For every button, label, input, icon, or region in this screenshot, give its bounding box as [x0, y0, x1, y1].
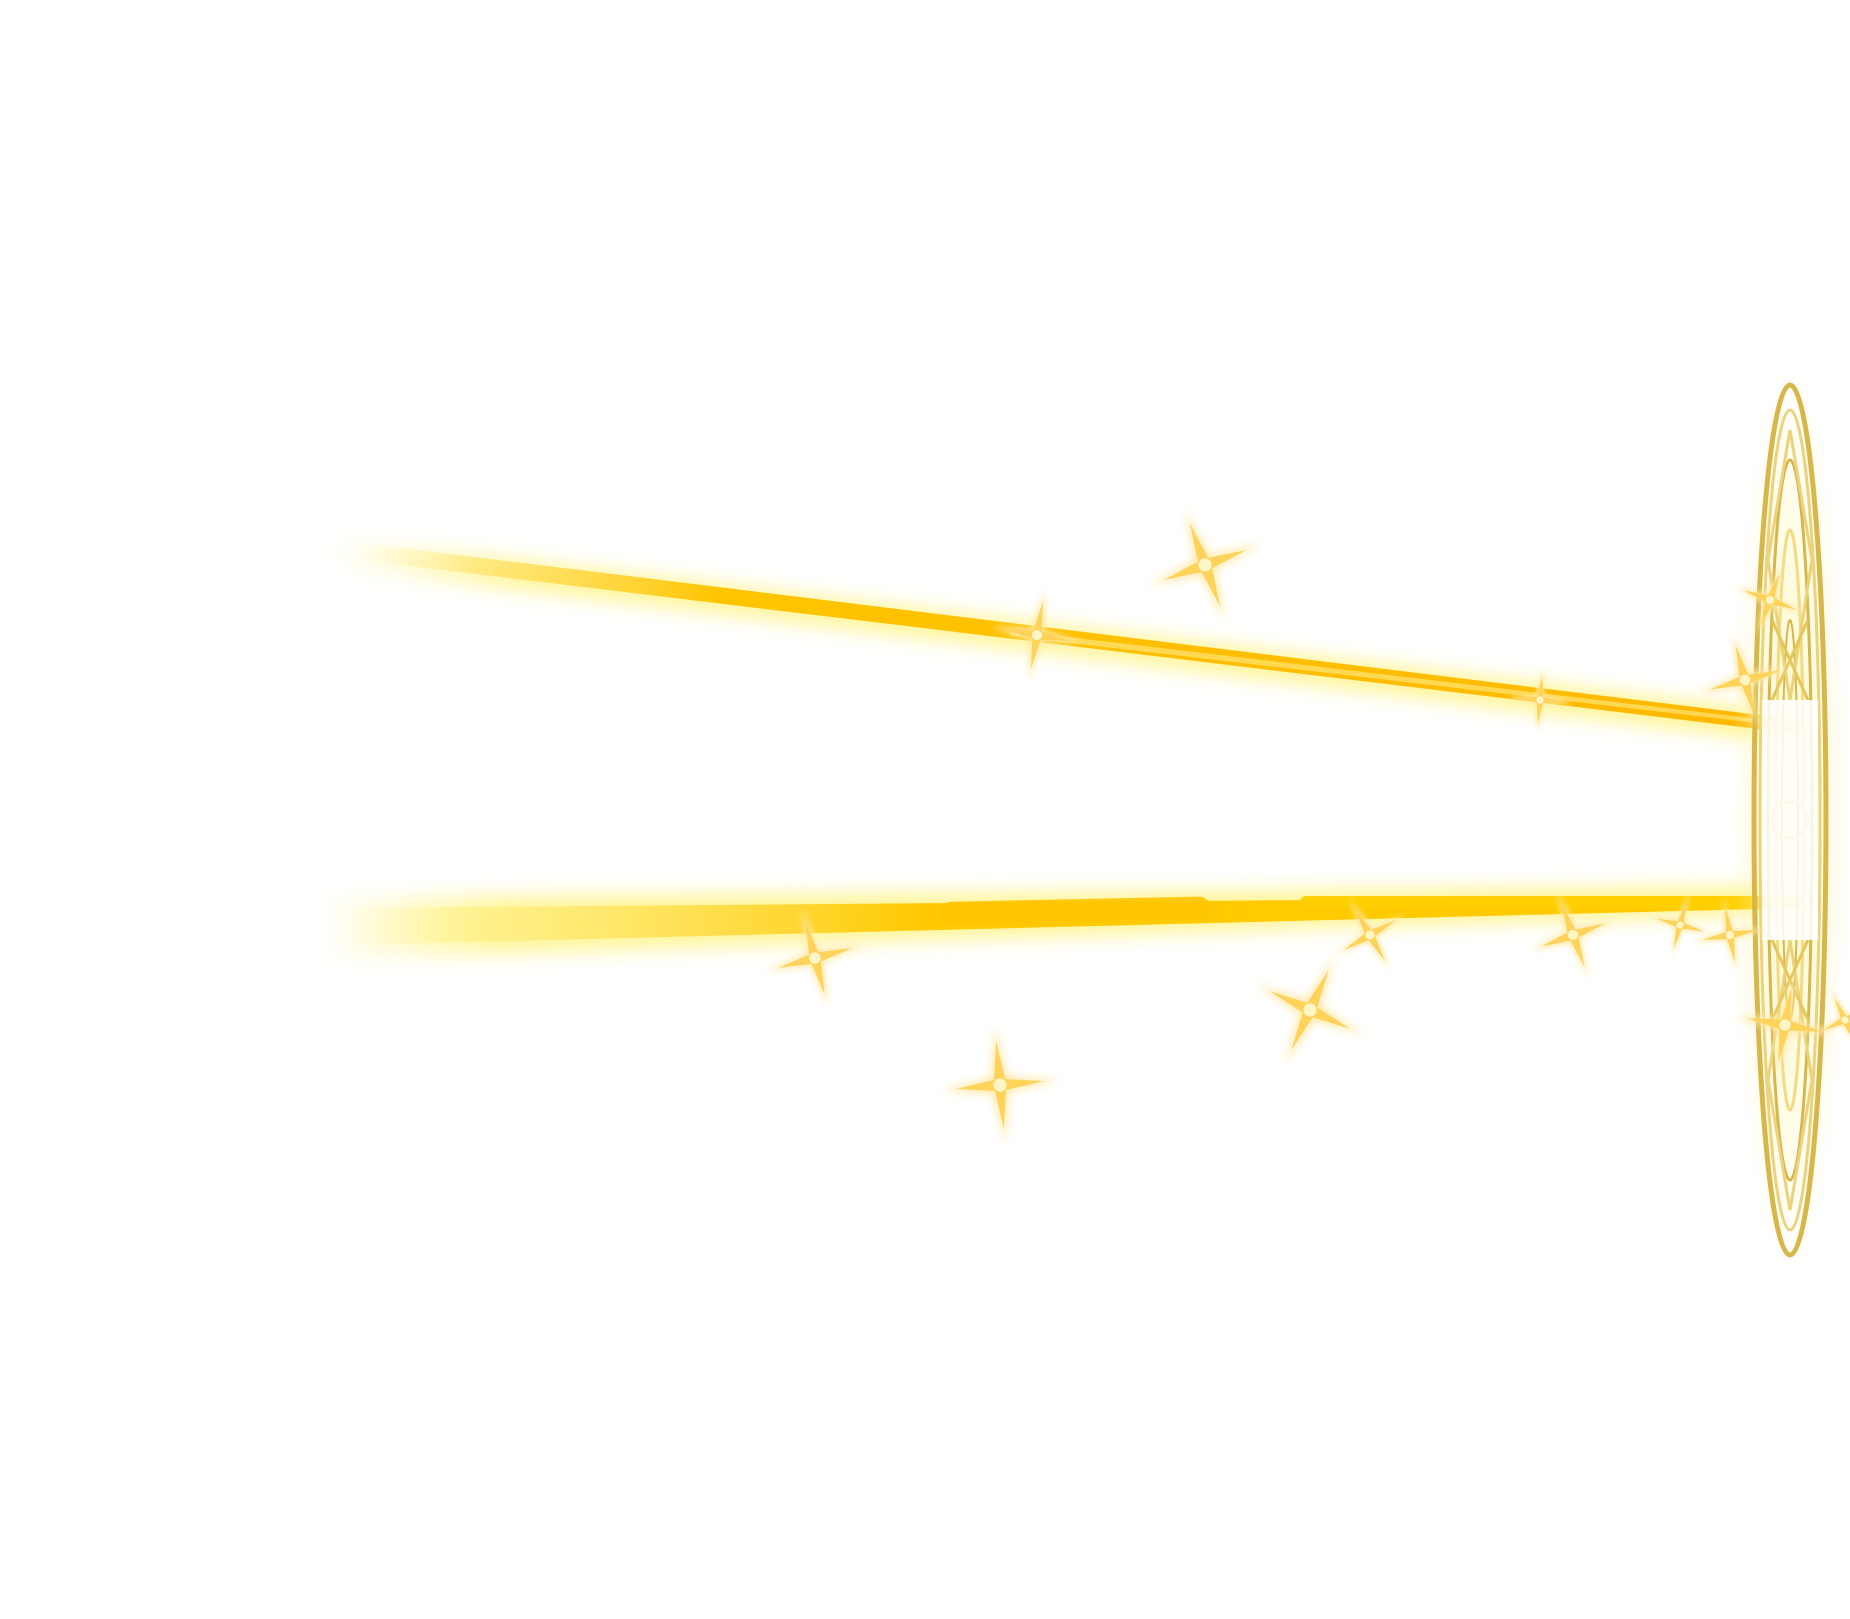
lower-beam — [320, 888, 1800, 958]
sparkle-star — [934, 1019, 1065, 1150]
magic-seal — [1730, 360, 1850, 1280]
sparkles — [751, 487, 1850, 1150]
sparkle-star — [1127, 487, 1282, 642]
sparkle-star — [1230, 930, 1391, 1091]
